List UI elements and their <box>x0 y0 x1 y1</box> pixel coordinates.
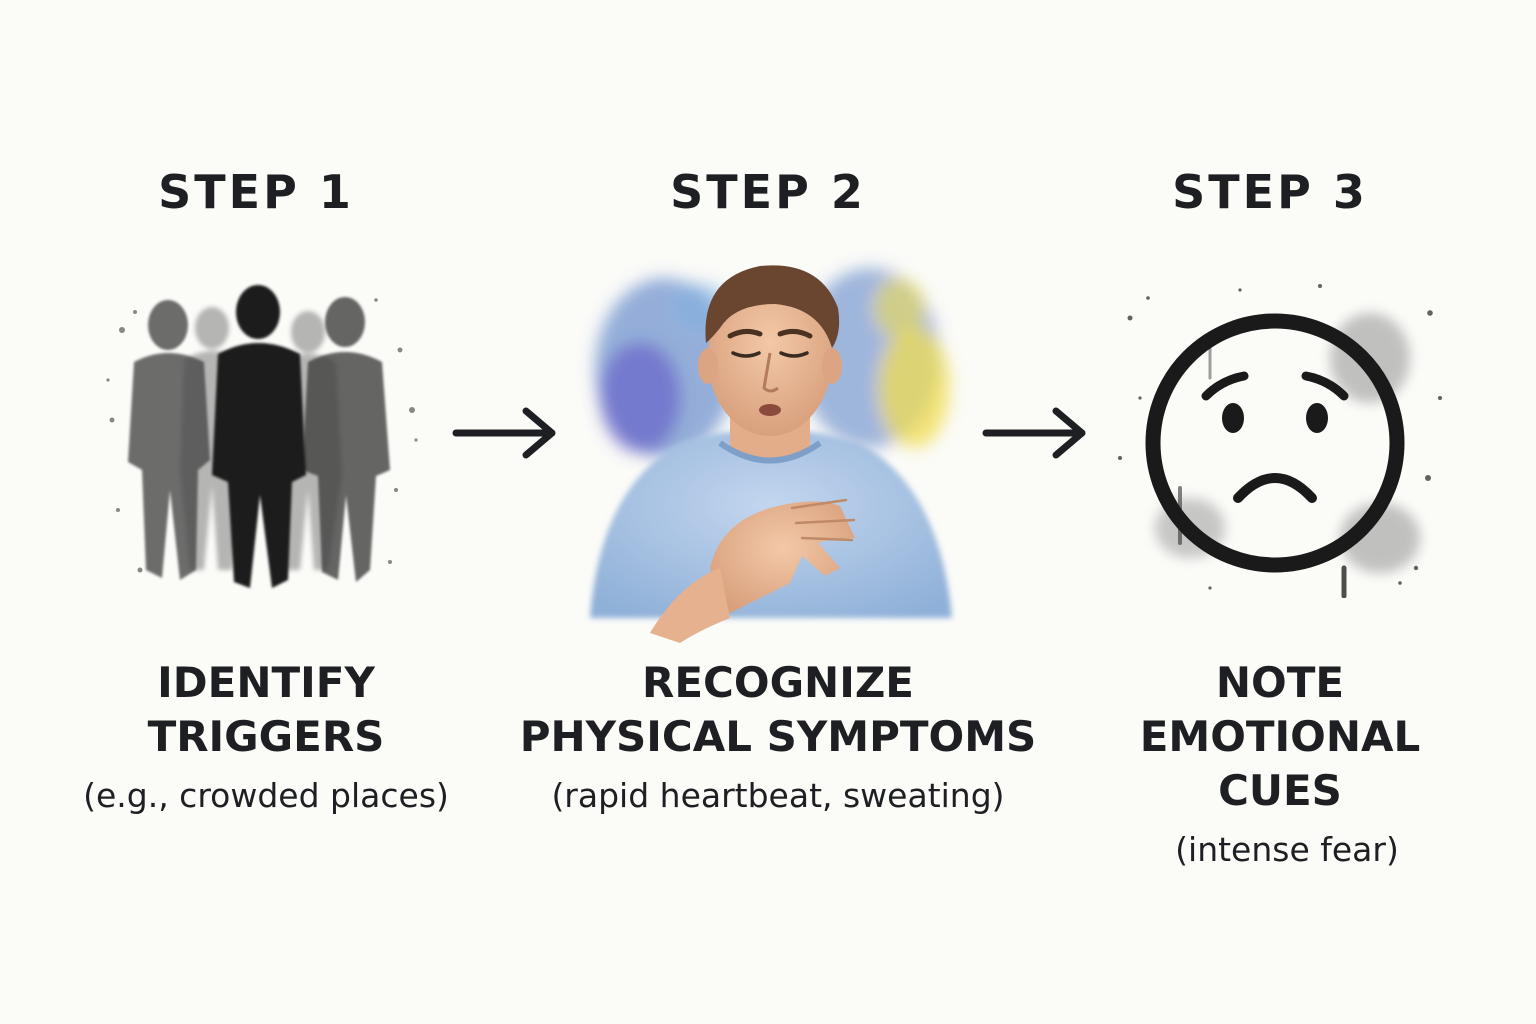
step-1-heading: IDENTIFY TRIGGERS <box>76 656 456 764</box>
step-1-heading-line-1: IDENTIFY <box>157 658 375 707</box>
sad-face-icon <box>1110 278 1450 598</box>
step-2-heading-line-1: RECOGNIZE <box>642 658 914 707</box>
arrow-right-icon <box>452 405 562 461</box>
step-1-title: STEP 1 <box>158 165 354 219</box>
step-1-detail: (e.g., crowded places) <box>83 776 449 815</box>
step-3-heading-line-2: EMOTIONAL <box>1139 712 1421 761</box>
step-3-heading: NOTE EMOTIONAL CUES <box>1092 656 1468 818</box>
crowd-silhouette-icon <box>100 270 430 600</box>
step-1-heading-line-2: TRIGGERS <box>147 712 385 761</box>
man-hand-on-chest-icon <box>570 238 970 648</box>
step-3-heading-line-3: CUES <box>1218 766 1342 815</box>
step-2-heading: RECOGNIZE PHYSICAL SYMPTOMS <box>508 656 1048 764</box>
step-2-detail: (rapid heartbeat, sweating) <box>551 776 1005 815</box>
step-3-detail: (intense fear) <box>1175 830 1399 869</box>
step-3-heading-line-1: NOTE <box>1215 658 1345 707</box>
arrow-right-icon <box>982 405 1092 461</box>
step-2-heading-line-2: PHYSICAL SYMPTOMS <box>519 712 1037 761</box>
step-2-title: STEP 2 <box>670 165 866 219</box>
step-3-title: STEP 3 <box>1172 165 1368 219</box>
